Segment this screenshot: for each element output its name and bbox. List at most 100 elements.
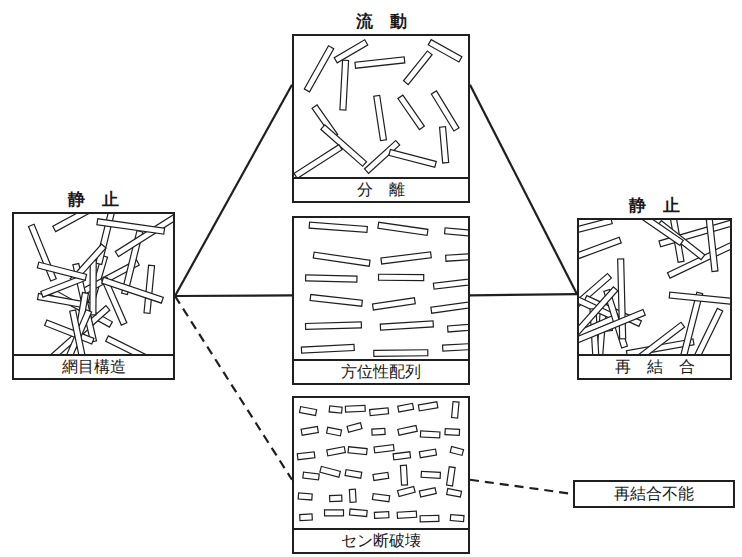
clay-particle [381,252,431,264]
clay-particle [706,220,718,272]
clay-particle [298,493,312,500]
dashed-connector [470,480,573,494]
particle-group [297,402,464,522]
clay-particle [420,431,440,438]
clay-particle [400,465,407,485]
clay-particle [431,91,459,131]
clay-particle [349,489,356,502]
caption-strip: 分 離 [294,177,468,201]
clay-particle [372,298,415,310]
clay-particle [370,408,389,416]
clay-particle [301,344,354,353]
clay-particle [313,252,370,266]
clay-particle [398,95,424,129]
clay-particle [372,428,385,435]
caption-strip: 再 結 合 [579,354,730,378]
structure-panel: 静 止網目構造 [12,212,175,380]
clay-particle [374,445,394,453]
particle-group [29,214,173,354]
structure-panel: 方位性配列 [292,216,470,385]
clay-particle [294,145,342,177]
clay-particle [380,321,433,330]
connector-line [175,294,292,297]
clay-particle [327,447,346,456]
clay-particle [397,511,416,518]
clay-particle [379,274,424,280]
clay-particle [623,322,685,354]
structure-caption: 網目構造 [62,357,126,376]
clay-particle [330,495,342,501]
clay-particle [144,265,155,313]
result-label: 再結合不能 [614,484,694,505]
clay-particle [350,509,368,516]
clay-particle [355,57,405,68]
clay-particle [418,402,438,411]
clay-particle [579,237,621,261]
clay-particle [372,494,389,502]
clay-particle [102,277,164,303]
clay-particle [348,447,367,455]
clay-particle [106,336,158,354]
clay-particle [70,310,89,354]
caption-strip: 方位性配列 [294,359,468,383]
clay-particle [450,515,464,522]
connector-line [470,85,577,294]
structure-caption: セン断破壊 [341,531,421,550]
clay-particle [347,423,362,432]
clay-particle [304,46,333,92]
clay-particle [579,220,612,236]
clay-particle [340,60,349,110]
clay-particle [297,452,315,460]
clay-particle [53,214,98,232]
particle-group [301,222,468,356]
clay-particle [419,488,436,497]
clay-particle [374,512,389,519]
structure-panel: 流 動分 離 [292,34,470,203]
clay-particle [299,407,316,416]
clay-particle [450,447,463,456]
clay-particle [309,222,367,232]
clay-particle [419,449,436,458]
clay-particle [321,125,367,166]
structure-caption: 分 離 [357,180,405,199]
clay-particle [448,322,468,332]
clay-particle [420,515,439,521]
clay-particle [325,510,344,516]
clay-particle [393,452,411,460]
clay-particle [374,95,387,140]
clay-particle [374,350,428,357]
result-box: 再結合不能 [573,480,735,508]
clay-particle [446,253,468,262]
clay-particle [447,489,462,498]
clay-particle [56,310,91,354]
structure-caption: 再 結 合 [615,357,695,376]
clay-particle [398,486,416,496]
clay-particle [303,472,319,480]
clay-particle [452,402,459,418]
clay-particle [428,40,462,62]
clay-particle [305,322,361,330]
clay-particle [345,470,362,479]
clay-particle [320,466,341,477]
clay-particle [97,219,165,234]
connector-line [470,294,577,295]
clay-particle [398,425,417,435]
clay-particle [669,292,730,304]
caption-strip: 網目構造 [14,354,173,378]
clay-particle [329,406,342,413]
state-heading: 流 動 [294,10,468,32]
clay-particle [29,224,57,281]
clay-particle [301,427,318,436]
clay-particle [398,403,414,412]
clay-particle [404,51,433,85]
clay-particle [421,471,440,478]
clay-particle [327,427,342,436]
clay-particle [447,467,456,486]
state-heading: 静 止 [14,188,173,210]
clay-particle [306,275,357,282]
dashed-connector [175,296,292,480]
structure-panel: 静 止再 結 合 [577,218,732,380]
structure-panel: セン断破壊 [292,396,470,554]
clay-particle [334,40,368,63]
